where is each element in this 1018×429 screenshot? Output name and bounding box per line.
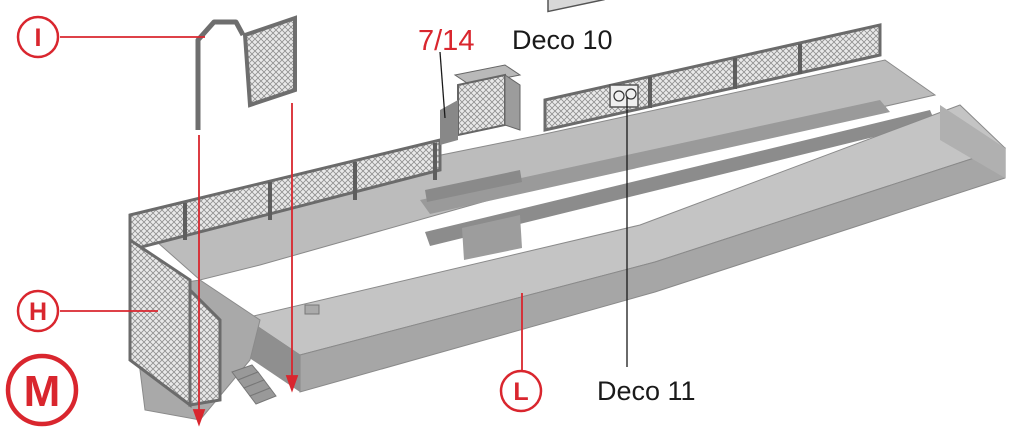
callout-l-circle: [499, 369, 543, 413]
railing-panel-side: [128, 237, 192, 408]
railing-panel-stair: [188, 286, 222, 407]
loose-railing-frame: [195, 19, 246, 130]
arrow-head-right: [285, 375, 299, 393]
railing-assembly: [128, 0, 882, 408]
railing-posts: [183, 44, 802, 240]
part-ref-label: 7/14: [418, 25, 474, 57]
track-groove-rail: [425, 110, 935, 246]
arrow-head-left: [192, 409, 206, 427]
callout-h-letter: H: [29, 298, 47, 326]
callout-l: L: [499, 369, 543, 413]
deco-10-label: Deco 10: [512, 25, 613, 55]
signal-cabin: [440, 64, 522, 145]
leader-7-14: [439, 51, 446, 119]
callout-m-circle: [5, 353, 79, 427]
assembly-arrows: [60, 36, 628, 427]
loose-railing-parts: [195, 15, 297, 130]
loose-railing-mesh: [242, 15, 297, 108]
sign-symbol-2: [625, 88, 637, 100]
stairs: [231, 364, 277, 405]
callout-i-circle: [16, 15, 60, 59]
callout-m: M: [5, 353, 79, 427]
callout-h-circle: [16, 289, 60, 333]
callout-h: H: [16, 289, 60, 333]
callout-i-letter: I: [35, 24, 42, 52]
ramp: [940, 105, 1005, 178]
callout-m-letter: M: [24, 367, 61, 416]
bench-block-1: [425, 170, 522, 202]
sign-symbol-1: [613, 90, 625, 102]
platform-hatch: [304, 304, 320, 315]
track-groove: [420, 100, 890, 214]
bench-block-2: [462, 215, 522, 260]
callout-l-letter: L: [513, 378, 528, 406]
sign-board-deco-10: [547, 0, 605, 13]
deco-11-label: Deco 11: [597, 376, 696, 406]
front-platform-end: [245, 318, 300, 392]
callout-i: I: [16, 15, 60, 59]
